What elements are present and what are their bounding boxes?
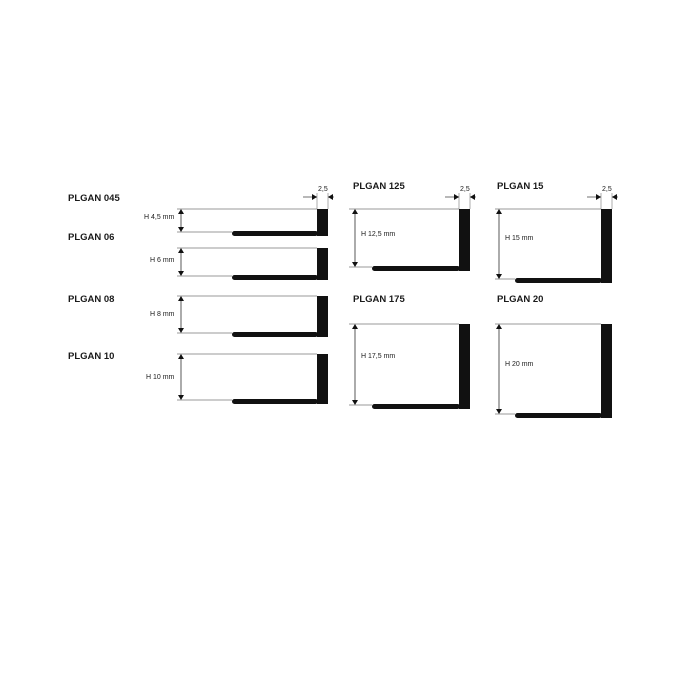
height-label: H 8 mm: [150, 311, 175, 318]
arrow-up-icon: [352, 324, 358, 329]
arrow-left-icon: [470, 194, 475, 200]
height-label: H 6 mm: [150, 257, 175, 264]
profile-foot: [232, 231, 318, 236]
profile-plgan-175: PLGAN 175 H 17,5 mm: [349, 294, 470, 409]
arrow-right-icon: [454, 194, 459, 200]
arrow-up-icon: [352, 209, 358, 214]
profile-title: PLGAN 045: [68, 193, 120, 204]
profile-foot: [515, 413, 602, 418]
profile-foot: [372, 404, 460, 409]
arrow-up-icon: [178, 354, 184, 359]
arrow-down-icon: [496, 409, 502, 414]
profile-title: PLGAN 06: [68, 232, 114, 243]
profile-vertical-bar: [459, 324, 470, 409]
arrow-down-icon: [178, 395, 184, 400]
width-label: 2,5: [602, 186, 612, 193]
profile-vertical-bar: [317, 296, 328, 337]
arrow-right-icon: [312, 194, 317, 200]
profile-vertical-bar: [317, 248, 328, 280]
height-label: H 20 mm: [505, 361, 534, 368]
profile-foot: [515, 278, 602, 283]
arrow-down-icon: [178, 271, 184, 276]
height-label: H 17,5 mm: [361, 353, 395, 360]
arrow-up-icon: [178, 248, 184, 253]
height-label: H 10 mm: [146, 374, 175, 381]
profile-foot: [232, 332, 318, 337]
profile-plgan-08: PLGAN 08 H 8 mm: [68, 294, 328, 337]
profile-plgan-125: PLGAN 125 H 12,5 mm 2,5: [349, 181, 476, 271]
profile-vertical-bar: [317, 209, 328, 236]
arrow-up-icon: [178, 296, 184, 301]
arrow-up-icon: [178, 209, 184, 214]
arrow-right-icon: [596, 194, 601, 200]
profile-plgan-045: PLGAN 045 H 4,5 mm 2,5: [68, 186, 334, 236]
height-label: H 15 mm: [505, 235, 534, 242]
arrow-down-icon: [496, 274, 502, 279]
profile-foot: [232, 399, 318, 404]
arrow-down-icon: [352, 400, 358, 405]
arrow-down-icon: [178, 328, 184, 333]
arrow-down-icon: [178, 227, 184, 232]
profile-plgan-10: PLGAN 10 H 10 mm: [68, 351, 328, 404]
height-label: H 4,5 mm: [144, 214, 175, 221]
profile-foot: [232, 275, 318, 280]
arrow-left-icon: [612, 194, 617, 200]
arrow-up-icon: [496, 324, 502, 329]
arrow-down-icon: [352, 262, 358, 267]
profile-plgan-20: PLGAN 20 H 20 mm: [495, 294, 612, 418]
profile-title: PLGAN 125: [353, 181, 405, 192]
arrow-left-icon: [328, 194, 333, 200]
width-label: 2,5: [318, 186, 328, 193]
profile-title: PLGAN 15: [497, 181, 544, 192]
profile-vertical-bar: [317, 354, 328, 404]
profile-vertical-bar: [459, 209, 470, 271]
profile-plgan-15: PLGAN 15 H 15 mm 2,5: [495, 181, 618, 283]
width-label: 2,5: [460, 186, 470, 193]
profile-title: PLGAN 08: [68, 294, 114, 305]
profile-title: PLGAN 10: [68, 351, 114, 362]
profile-foot: [372, 266, 460, 271]
profile-title: PLGAN 175: [353, 294, 405, 305]
height-label: H 12,5 mm: [361, 231, 395, 238]
profile-vertical-bar: [601, 324, 612, 418]
profile-vertical-bar: [601, 209, 612, 283]
profile-plgan-06: PLGAN 06 H 6 mm: [68, 232, 328, 280]
profile-title: PLGAN 20: [497, 294, 543, 305]
arrow-up-icon: [496, 209, 502, 214]
